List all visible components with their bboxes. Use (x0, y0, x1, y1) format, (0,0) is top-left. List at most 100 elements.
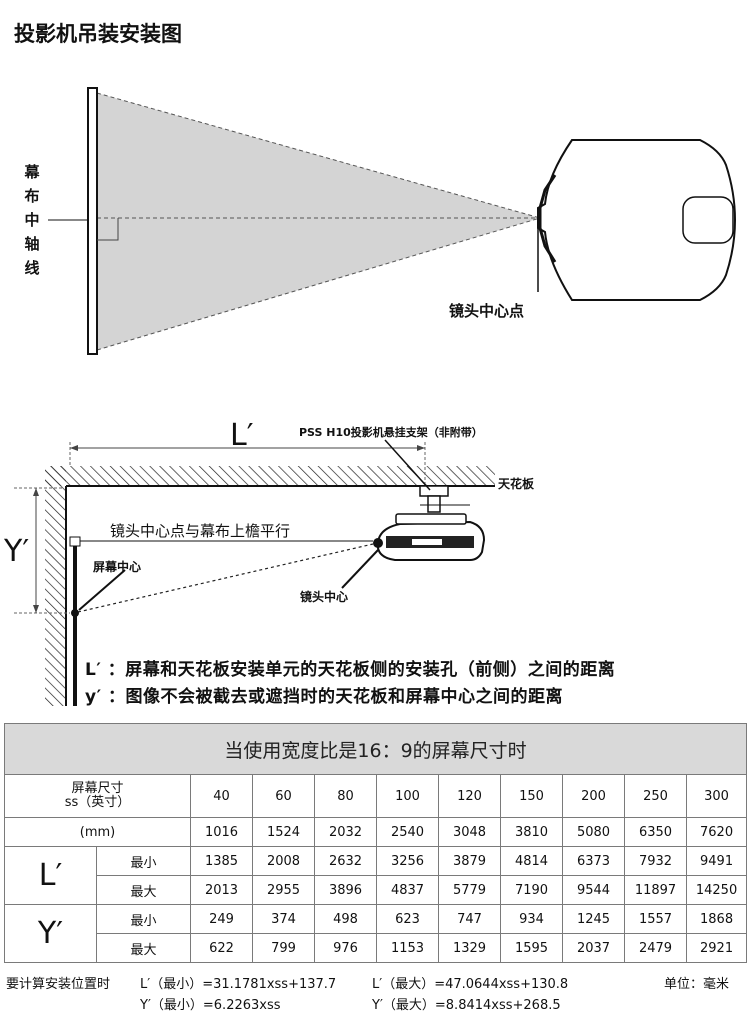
table-row-l-max: 最大 2013 2955 3896 4837 5779 7190 9544 11… (5, 875, 748, 905)
screen-axis-label: 幕 布 中 轴 线 (22, 160, 42, 280)
mm-cell: 1524 (252, 817, 315, 847)
mount-lens (373, 538, 383, 548)
lens-center-label: 镜头中心点 (449, 302, 525, 320)
l-min-cell: 3879 (438, 846, 501, 876)
mm-cell: 1016 (190, 817, 253, 847)
l-min-cell: 9491 (685, 846, 748, 876)
axis-label-char: 中 (24, 211, 40, 229)
table-row-mm: (mm) 1016 1524 2032 2540 3048 3810 5080 … (4, 817, 748, 847)
formula-y-min: Y′（最小）=6.2263xss (140, 998, 281, 1013)
y-dim-arrow-top (33, 488, 39, 496)
l-max-cell: 2013 (190, 875, 253, 905)
y-min-cell: 249 (190, 904, 253, 934)
l-max-cell: 5779 (438, 875, 501, 905)
l-dim-arrow-left (70, 445, 78, 451)
y-max-cell: 2479 (624, 933, 687, 963)
mm-cell: 3810 (500, 817, 563, 847)
axis-label-char: 轴 (24, 235, 40, 253)
y-min-cell: 1557 (624, 904, 687, 934)
axis-label-char: 线 (24, 259, 40, 277)
mm-cell: 2540 (376, 817, 439, 847)
mm-cell: 6350 (624, 817, 687, 847)
lens-parallel-label: 镜头中心点与幕布上檐平行 (110, 522, 291, 540)
max-label: 最大 (96, 933, 191, 963)
y-min-cell: 623 (376, 904, 439, 934)
table-row-sizes: 屏幕尺寸 ss（英寸） 40 60 80 100 120 150 200 250… (4, 774, 748, 818)
lens-center-leader-2 (341, 549, 379, 589)
unit-label: 单位：毫米 (664, 977, 730, 992)
ceiling-label: 天花板 (498, 477, 535, 491)
lens-to-center-line (77, 543, 374, 613)
y-dim-arrow-bottom (33, 605, 39, 613)
y-max-cell: 2037 (562, 933, 625, 963)
y-max-cell: 1329 (438, 933, 501, 963)
max-label: 最大 (96, 875, 191, 905)
size-cell: 60 (252, 774, 315, 818)
l-min-cell: 3256 (376, 846, 439, 876)
formula-prefix: 要计算安装位置时 (6, 977, 111, 992)
size-cell: 250 (624, 774, 687, 818)
projector-window (412, 539, 442, 545)
min-label: 最小 (96, 846, 191, 876)
y-min-cell: 1245 (562, 904, 625, 934)
size-header: 屏幕尺寸 ss（英寸） (4, 774, 191, 818)
wall-hatch (45, 466, 66, 706)
ceiling-plate (419, 485, 449, 497)
axis-label-char: 布 (24, 187, 40, 205)
ceiling-hatch (45, 466, 495, 486)
l-max-cell: 14250 (685, 875, 748, 905)
size-cell: 100 (376, 774, 439, 818)
l-max-cell: 9544 (562, 875, 625, 905)
note-y: y′ ：图像不会被截去或遮挡时的天花板和屏幕中心之间的距离 (85, 687, 563, 707)
table-row-y-min: Y′ 最小 249 374 498 623 747 934 1245 1557 … (4, 904, 748, 963)
min-label: 最小 (96, 904, 191, 934)
ceiling-mount-diagram (14, 439, 495, 706)
l-min-cell: 2008 (252, 846, 315, 876)
axis-label-char: 幕 (24, 163, 40, 181)
screen-center-leader (78, 569, 126, 611)
light-cone (97, 93, 540, 350)
size-cell: 300 (685, 774, 748, 818)
mm-cell: 2032 (314, 817, 377, 847)
y-row-label: Y′ (4, 904, 97, 963)
size-cell: 150 (500, 774, 563, 818)
l-max-cell: 7190 (500, 875, 563, 905)
l-max-cell: 4837 (376, 875, 439, 905)
bracket-label: PSS H10投影机悬挂支架（非附带） (299, 426, 483, 439)
formula-y-max: Y′（最大）=8.8414xss+268.5 (372, 998, 561, 1013)
l-min-cell: 1385 (190, 846, 253, 876)
y-min-cell: 374 (252, 904, 315, 934)
y-max-cell: 1595 (500, 933, 563, 963)
cone-lower-edge (96, 217, 541, 351)
y-min-cell: 934 (500, 904, 563, 934)
formula-l-min: L′（最小）=31.1781xss+137.7 (140, 977, 337, 992)
size-header-line1: 屏幕尺寸 (71, 781, 124, 796)
y-prime-label: Y′ (4, 534, 30, 569)
l-prime-label: L′ (230, 418, 254, 453)
y-max-cell: 799 (252, 933, 315, 963)
lens-center-label-2: 镜头中心 (300, 590, 349, 604)
y-min-cell: 1868 (685, 904, 748, 934)
l-dim-arrow-right (417, 445, 425, 451)
screen-center-dot (71, 609, 79, 617)
table-row-y-max: 最大 622 799 976 1153 1329 1595 2037 2479 … (5, 933, 748, 963)
mm-cell: 7620 (685, 817, 748, 847)
spec-table: 当使用宽度比是16：9的屏幕尺寸时 屏幕尺寸 ss（英寸） 40 60 80 1… (3, 723, 748, 963)
projector-body (537, 139, 736, 301)
mm-cell: 3048 (438, 817, 501, 847)
note-l: L′ ：屏幕和天花板安装单元的天花板侧的安装孔（前侧）之间的距离 (85, 660, 616, 680)
y-min-cell: 498 (314, 904, 377, 934)
size-cell: 200 (562, 774, 625, 818)
size-header-line2: ss（英寸） (64, 795, 131, 810)
y-max-cell: 2921 (685, 933, 748, 963)
projector-mount-plate (395, 513, 467, 525)
size-cell: 40 (190, 774, 253, 818)
table-caption: 当使用宽度比是16：9的屏幕尺寸时 (3, 723, 748, 775)
l-row-label: L′ (4, 846, 97, 905)
l-min-cell: 6373 (562, 846, 625, 876)
projection-diagram (48, 87, 736, 355)
y-max-cell: 1153 (376, 933, 439, 963)
l-max-cell: 2955 (252, 875, 315, 905)
bracket-pole (427, 495, 441, 513)
mm-cell: 5080 (562, 817, 625, 847)
